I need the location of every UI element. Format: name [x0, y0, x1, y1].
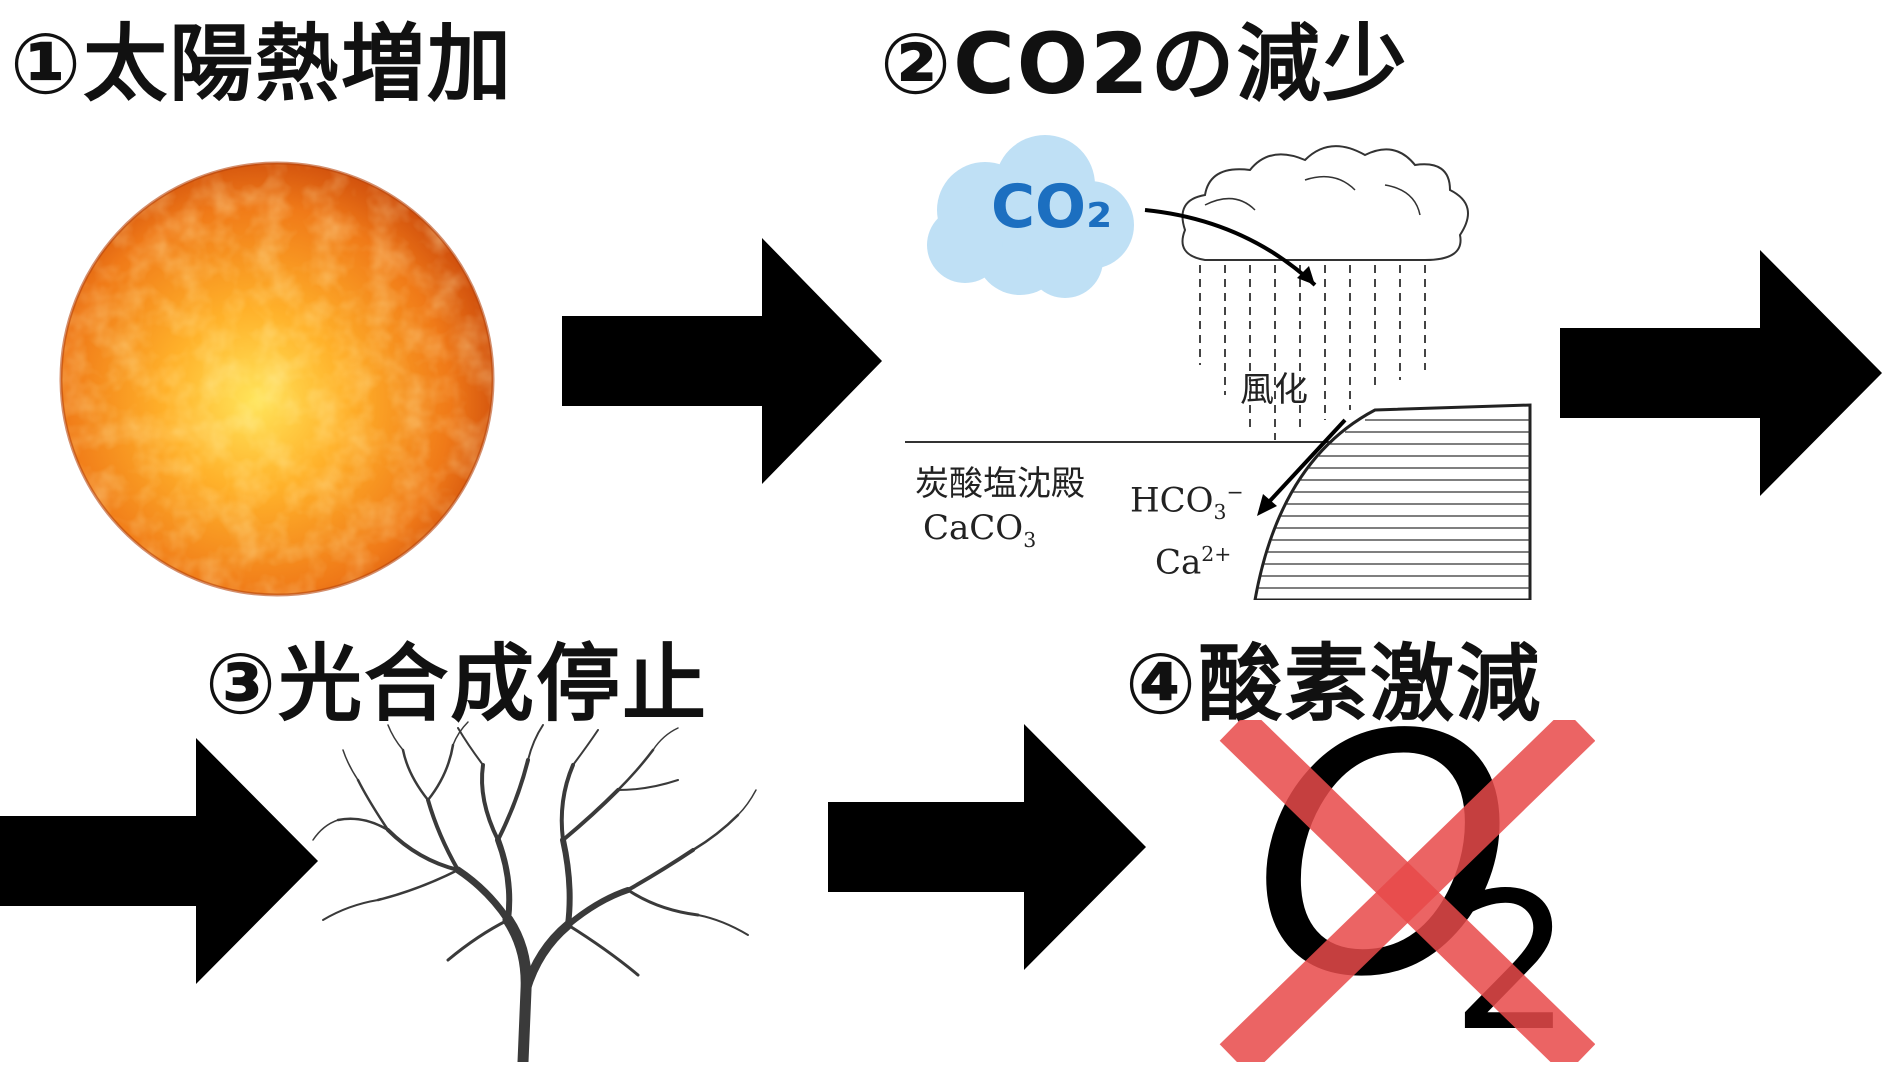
sediment-label: 炭酸塩沈殿 — [915, 464, 1085, 504]
red-cross-icon — [1219, 720, 1595, 1062]
bare-tree-image — [308, 720, 758, 1068]
right-arrow-icon — [1560, 250, 1882, 496]
weathering-diagram: CO₂ 風化 炭酸塩沈殿 CaCO3 HCO3− Ca2+ — [905, 130, 1535, 600]
right-arrow-icon — [0, 738, 318, 984]
ca-ion-formula: Ca2+ — [1155, 542, 1232, 583]
right-arrow-icon — [828, 724, 1146, 970]
sun-image — [58, 160, 496, 598]
caco3-formula: CaCO3 — [923, 508, 1037, 552]
step2-heading: ②CO2の減少 — [880, 15, 1409, 113]
hco3-formula: HCO3− — [1130, 480, 1244, 525]
step1-heading: ①太陽熱増加 — [10, 15, 514, 113]
co2-label: CO₂ — [991, 172, 1113, 242]
weathering-label: 風化 — [1240, 370, 1308, 410]
right-arrow-icon — [562, 238, 882, 484]
oxygen-crossed-out: O 2 — [1215, 692, 1595, 1062]
step4-heading: ④酸素激減 — [1125, 635, 1543, 733]
step3-heading: ③光合成停止 — [205, 635, 709, 733]
co2-cloud-icon — [927, 135, 1134, 298]
